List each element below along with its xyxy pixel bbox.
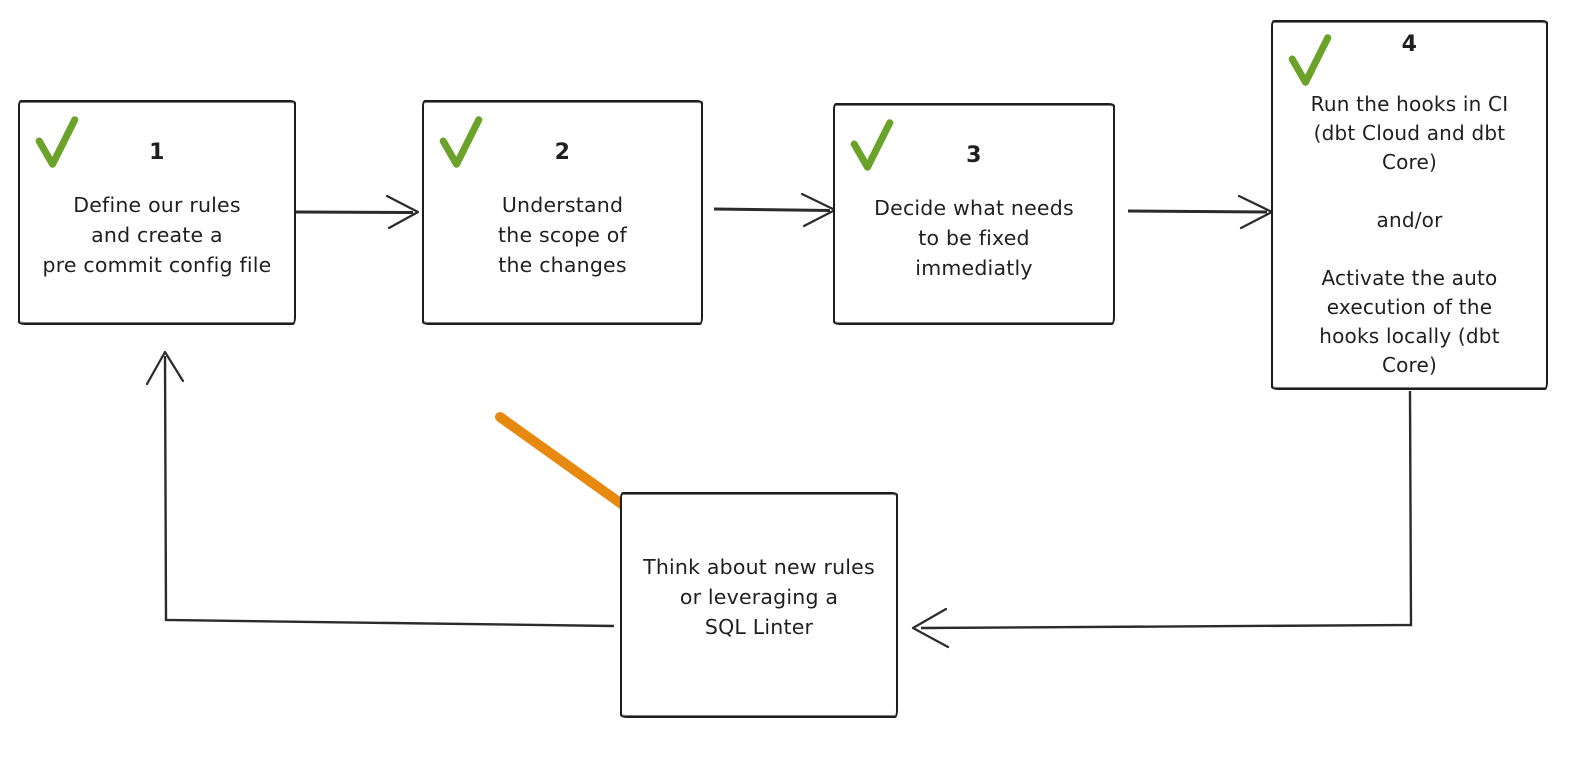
flow-node-step-2: 2 Understand the scope of the changes [422, 100, 703, 325]
flow-node-feedback: Think about new rules or leveraging a SQ… [620, 492, 898, 718]
flow-node-step-1: 1 Define our rules and create a pre comm… [18, 100, 296, 325]
arrow-step3-step4 [1127, 194, 1274, 230]
arrow-step1-step2 [295, 194, 420, 230]
check-icon [850, 119, 894, 171]
check-icon [439, 116, 483, 168]
step-text: Define our rules and create a pre commit… [42, 193, 272, 277]
arrow-step4-feedback [911, 390, 1413, 649]
flow-node-step-4: 4 Run the hooks in CI (dbt Cloud and dbt… [1271, 20, 1548, 390]
arrow-feedback-step1 [145, 350, 615, 628]
step-number: 3 [966, 143, 982, 168]
flow-node-step-3: 3 Decide what needs to be fixed immediat… [833, 103, 1115, 325]
step-number: 1 [149, 140, 165, 165]
step-text: Decide what needs to be fixed immediatly [874, 196, 1074, 280]
step-number: 4 [1401, 32, 1418, 57]
step-text: Think about new rules or leveraging a SQ… [643, 555, 875, 639]
check-icon [35, 116, 79, 168]
step-number: 2 [554, 140, 571, 165]
check-icon [1288, 34, 1332, 86]
step-text: Understand the scope of the changes [498, 193, 627, 277]
step-text: Run the hooks in CI (dbt Cloud and dbt C… [1310, 92, 1509, 377]
arrow-step2-step3 [713, 192, 837, 228]
